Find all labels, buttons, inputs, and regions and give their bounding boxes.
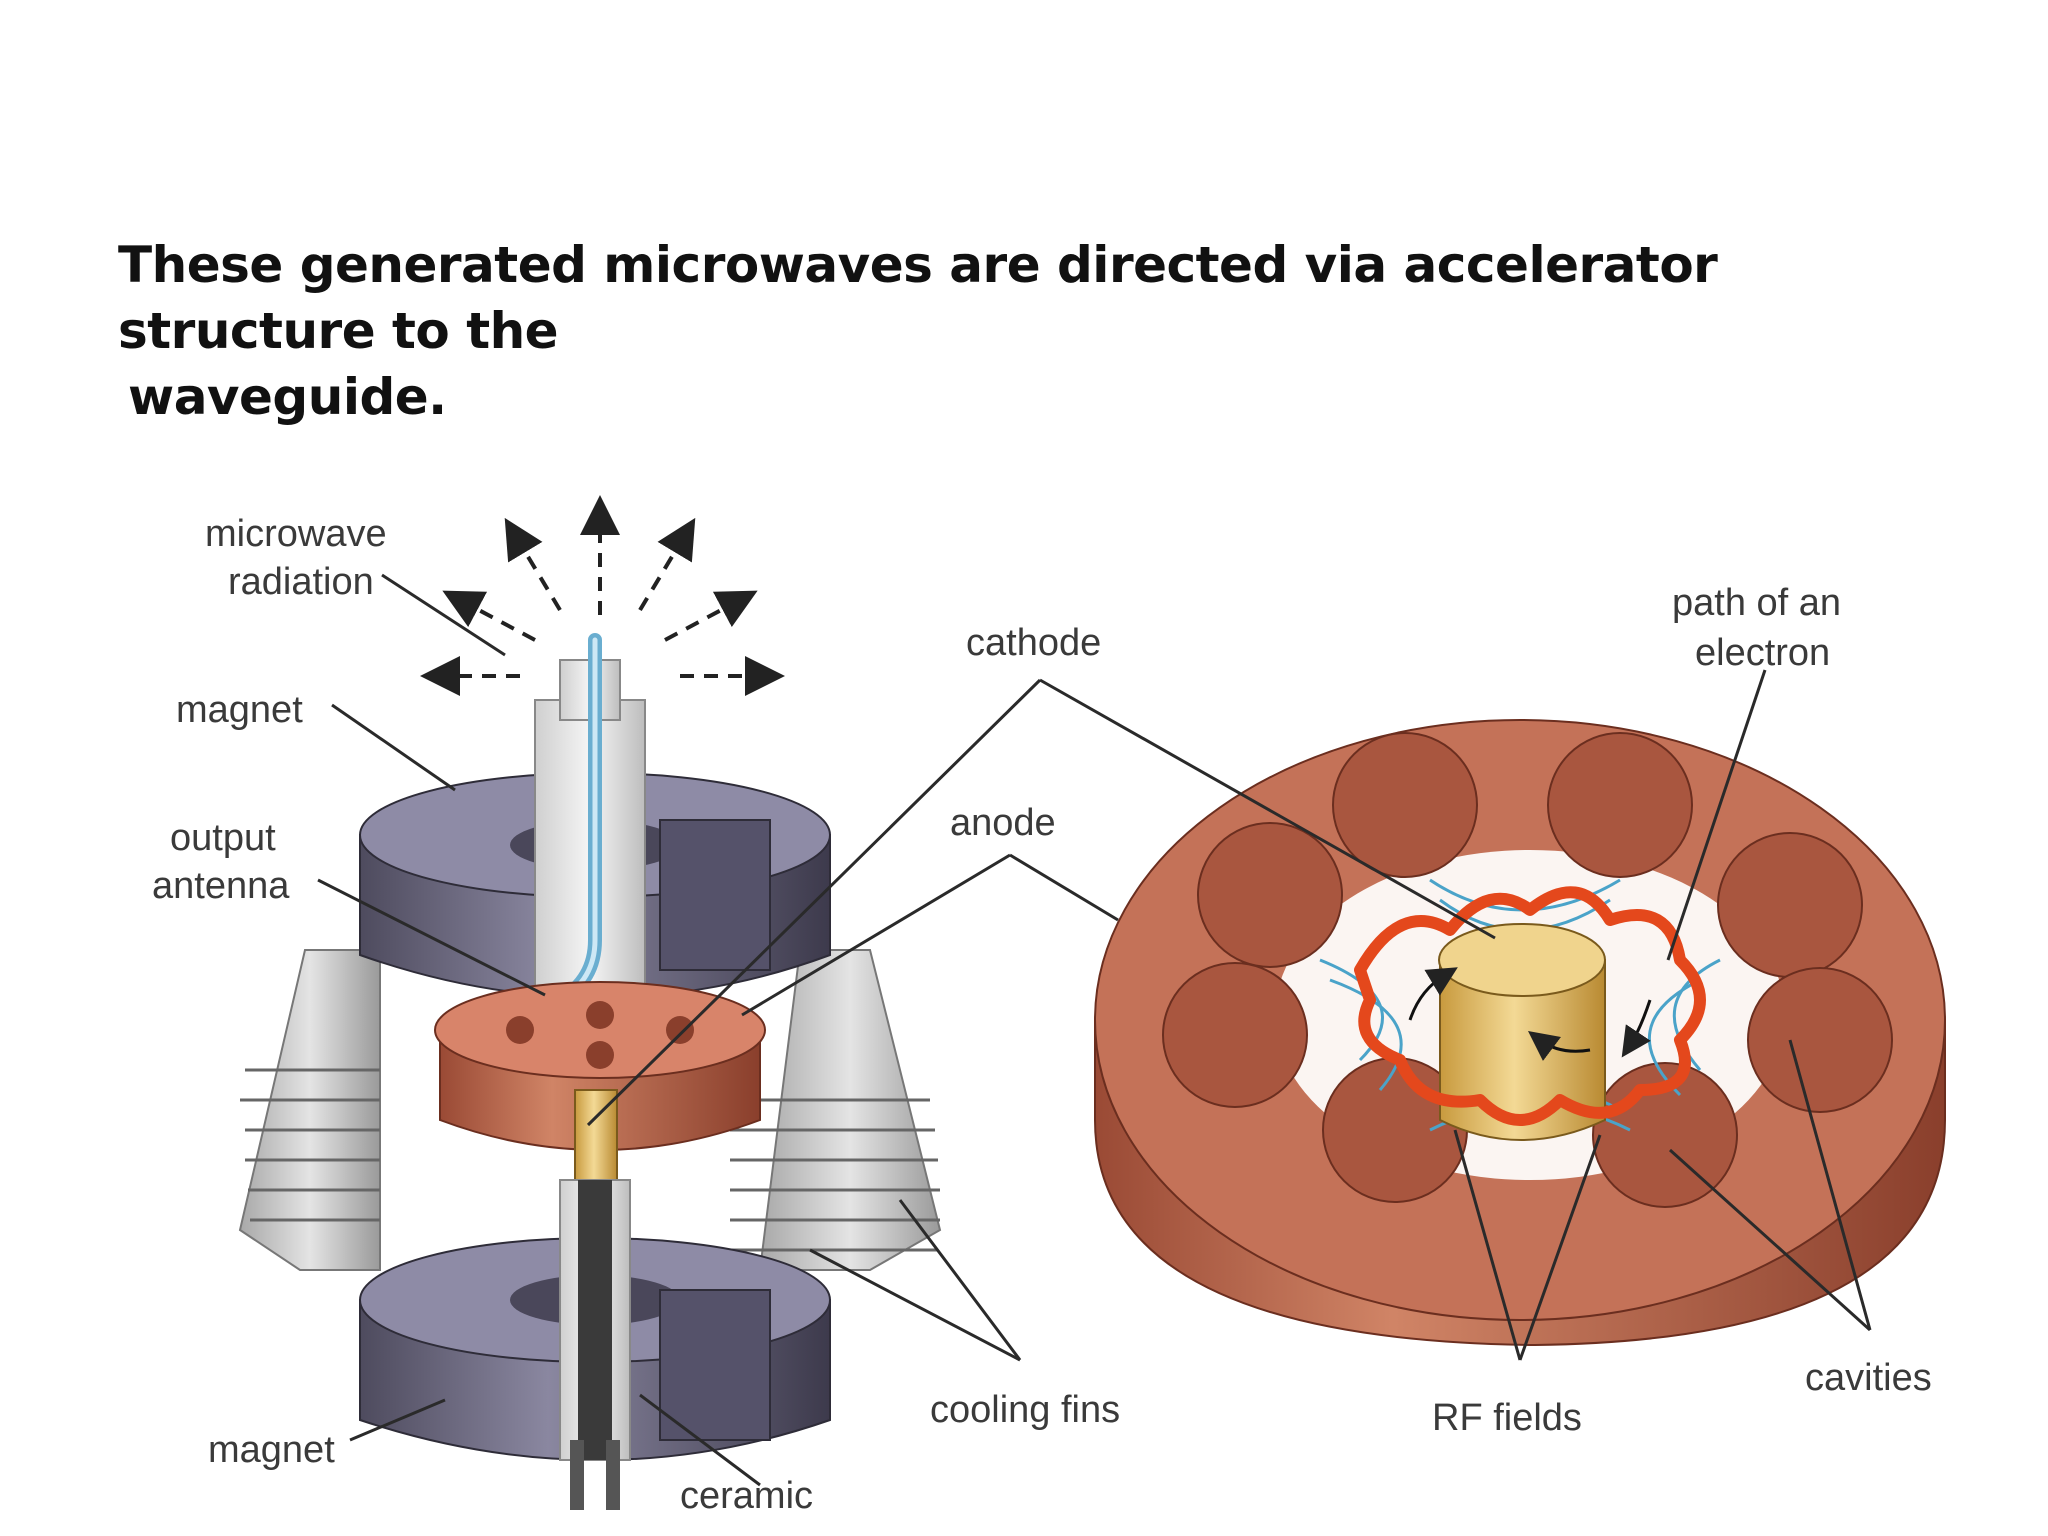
label-magnet-top: magnet <box>176 689 303 731</box>
label-rf-fields: RF fields <box>1432 1397 1582 1439</box>
label-cooling-fins: cooling fins <box>930 1389 1120 1431</box>
leader-lines <box>317 573 1872 1487</box>
cathode-stem <box>559 1089 631 1510</box>
cooling-fins-right <box>730 949 942 1271</box>
label-cathode: cathode <box>966 622 1101 664</box>
cavities <box>1162 732 1893 1208</box>
title-line-1: These generated microwaves are directed … <box>118 236 1718 360</box>
electron-path <box>1354 886 1706 1126</box>
label-antenna-2: antenna <box>152 865 290 907</box>
magnetron-cutaway <box>238 495 942 1510</box>
output-antenna-tube <box>534 633 646 1037</box>
label-output-1: output <box>170 817 276 859</box>
title-line-2: waveguide. <box>128 368 447 426</box>
electron-direction-arrows <box>1408 967 1652 1061</box>
label-electron-2: electron <box>1695 632 1830 674</box>
slide-title: These generated microwaves are directed … <box>118 232 1978 430</box>
label-cavities: cavities <box>1805 1357 1932 1399</box>
cooling-fins-left <box>238 949 381 1271</box>
label-anode: anode <box>950 802 1056 844</box>
label-path-1: path of an <box>1672 582 1841 624</box>
diagram-labels: microwave radiation magnet output antenn… <box>152 513 1932 1517</box>
label-ceramic: ceramic <box>680 1475 813 1517</box>
label-magnet-bottom: magnet <box>208 1429 335 1471</box>
radiation-arrows <box>420 495 785 696</box>
label-microwave-1: microwave <box>205 513 387 555</box>
anode-ring-section <box>1094 719 1946 1347</box>
label-radiation-2: radiation <box>228 561 374 603</box>
